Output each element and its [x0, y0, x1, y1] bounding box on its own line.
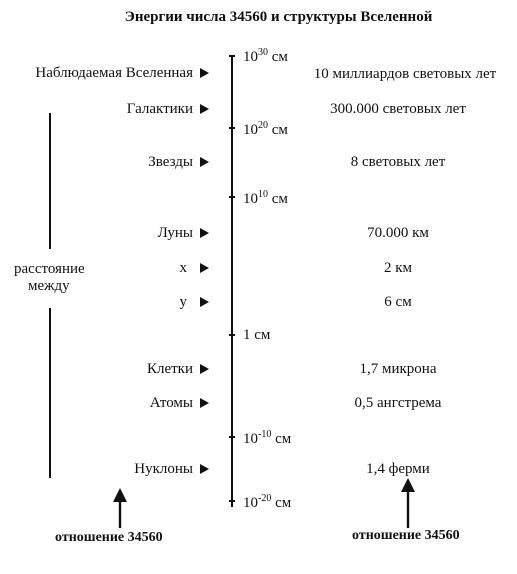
scale-label-1e20: 1020 см: [243, 120, 288, 138]
triangle-marker-icon: [200, 263, 209, 273]
footer-label-left: отношение 34560: [55, 530, 163, 545]
scale-tick: [229, 500, 235, 502]
up-arrow-icon: [401, 478, 415, 528]
triangle-marker-icon: [200, 297, 209, 307]
item-label: Атомы: [149, 395, 193, 411]
scale-tick: [229, 127, 235, 129]
item-value: 1,4 ферми: [366, 461, 430, 477]
item-value: 300.000 световых лет: [330, 101, 466, 117]
item-value: 2 км: [383, 260, 413, 276]
scale-label-1e-10: 10-10 см: [243, 429, 292, 447]
item-value: 1,7 микрона: [359, 361, 437, 377]
item-label: x: [179, 260, 188, 276]
item-label: y: [179, 294, 188, 310]
side-label-line1: расстояние: [14, 261, 85, 277]
footer-label-right: отношение 34560: [352, 528, 460, 543]
scale-label-1e10: 1010 см: [243, 189, 288, 207]
side-label-line2: между: [28, 278, 70, 294]
triangle-marker-icon: [200, 364, 209, 374]
page-title: Энергии числа 34560 и структуры Вселенно…: [124, 9, 433, 25]
scale-tick: [229, 436, 235, 438]
item-label: Нуклоны: [134, 461, 193, 477]
scale-label-1e30: 1030 см: [243, 47, 288, 65]
scale-label-1e-20: 10-20 см: [243, 493, 292, 511]
triangle-marker-icon: [200, 228, 209, 238]
item-label: Луны: [157, 225, 193, 241]
item-label: Наблюдаемая Вселенная: [35, 65, 193, 81]
scale-tick: [229, 334, 235, 336]
up-arrow-icon: [113, 488, 127, 528]
item-label: Клетки: [146, 361, 193, 377]
scale-label-1: 1 см: [243, 327, 271, 343]
item-value: 8 световых лет: [350, 154, 446, 170]
side-bracket-line-top: [49, 113, 51, 249]
scale-tick: [229, 196, 235, 198]
triangle-marker-icon: [200, 464, 209, 474]
triangle-marker-icon: [200, 157, 209, 167]
item-value: 0,5 ангстрема: [354, 395, 442, 411]
triangle-marker-icon: [200, 104, 209, 114]
item-label: Звезды: [148, 154, 193, 170]
triangle-marker-icon: [200, 398, 209, 408]
item-label: Галактики: [126, 101, 193, 117]
item-value: 70.000 км: [367, 225, 429, 241]
side-bracket-line-bottom: [49, 308, 51, 478]
triangle-marker-icon: [200, 68, 209, 78]
scale-axis: [231, 55, 233, 507]
item-value: 10 миллиардов световых лет: [313, 66, 497, 82]
scale-tick: [229, 55, 235, 57]
item-value: 6 см: [384, 294, 412, 310]
